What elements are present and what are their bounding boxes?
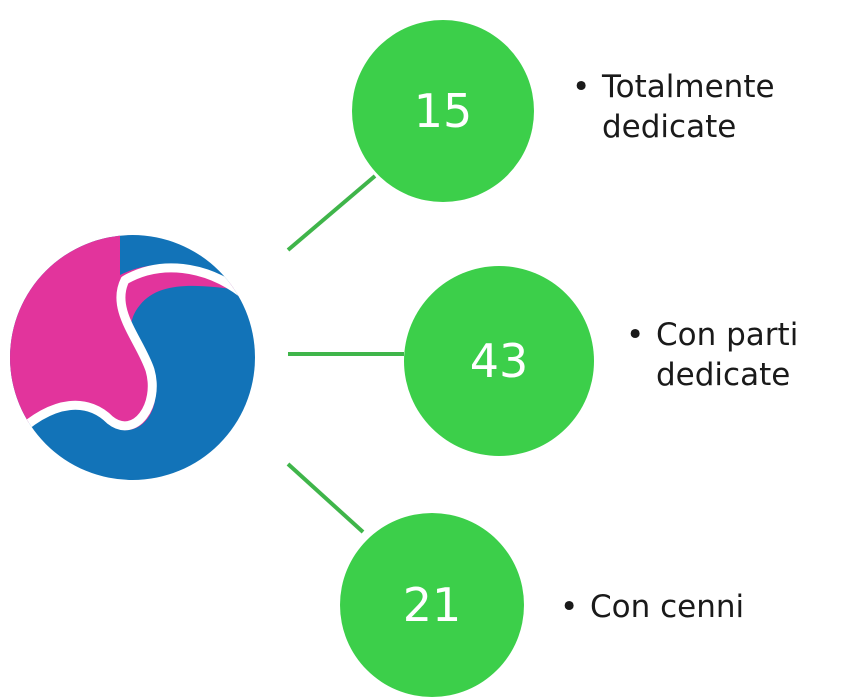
- count-value: 15: [413, 84, 473, 138]
- bullet-text: Con parti dedicate: [656, 317, 799, 393]
- logo: [10, 235, 255, 480]
- count-bubble-con-cenni: 21: [340, 513, 524, 697]
- count-bubble-con-parti: 43: [404, 266, 594, 456]
- count-bubble-totalmente: 15: [352, 20, 534, 202]
- count-value: 43: [469, 334, 529, 388]
- count-value: 21: [402, 578, 462, 632]
- bullet-label-totalmente: • Totalmente dedicate: [572, 67, 842, 147]
- bullet-label-con-parti: • Con parti dedicate: [626, 315, 841, 395]
- bullet-icon: •: [560, 589, 579, 625]
- connector-line-top: [286, 174, 377, 252]
- stylized-s-wave-logo-icon: [10, 235, 255, 480]
- bullet-text: Con cenni: [590, 589, 745, 625]
- bullet-text: Totalmente dedicate: [602, 69, 775, 145]
- bullet-icon: •: [626, 317, 645, 353]
- connector-line-bottom: [286, 462, 365, 534]
- bullet-label-con-cenni: • Con cenni: [560, 587, 830, 627]
- bullet-icon: •: [572, 69, 591, 105]
